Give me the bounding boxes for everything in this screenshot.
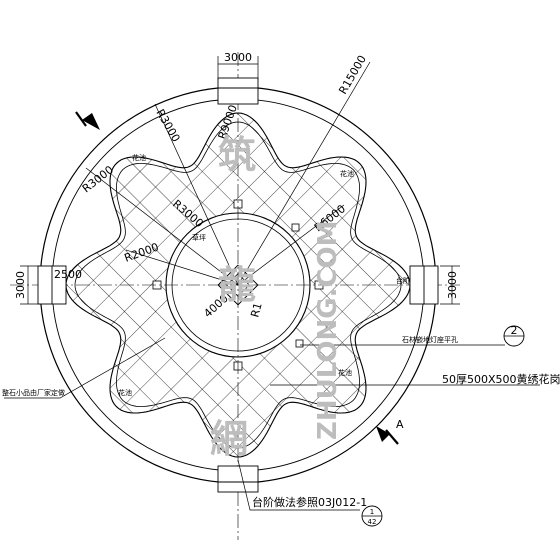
note-lamp: 石材嵌地灯座平孔: [402, 335, 458, 344]
watermark-char-1: 筑: [218, 133, 256, 177]
detail-marker-bottom: 1 42: [361, 505, 383, 527]
center-feature: [217, 264, 259, 306]
dim-top-label: 3000: [224, 51, 252, 64]
label-garden-br: 花池: [338, 368, 352, 377]
dim-left-step: 2500: [54, 268, 82, 281]
label-garden-tl: 花池: [132, 153, 146, 162]
watermark-char-3: 網: [210, 417, 248, 461]
radius-r15000: R15000: [336, 53, 369, 96]
section-marker-bottom: A: [376, 418, 404, 445]
section-marker-top: A: [75, 111, 100, 130]
entrance-right: [409, 265, 439, 305]
svg-text:A: A: [396, 418, 404, 431]
dimension-left: [20, 265, 40, 305]
label-garden-tr: 花池: [340, 169, 354, 178]
detail-marker-right: 2: [503, 324, 525, 347]
radius-r3000-upper: R3000: [153, 107, 182, 144]
center-dim-r1: R1: [248, 301, 264, 319]
note-leaders: [4, 337, 540, 511]
label-lawn: 草坪: [192, 233, 206, 242]
watermark-text: ZHULONG.COM: [313, 220, 343, 440]
dim-left-label: 3000: [14, 271, 27, 299]
radius-leaders: [85, 61, 371, 286]
entrance-left: [37, 265, 67, 305]
svg-text:1: 1: [370, 508, 374, 516]
svg-text:42: 42: [368, 518, 377, 526]
svg-text:A: A: [88, 112, 96, 125]
watermark-char-2: 龍: [218, 263, 256, 307]
entrance-top: [217, 77, 259, 105]
label-step-right: 台阶: [396, 276, 410, 285]
note-bottom: 台阶做法参照03J012-1: [252, 495, 367, 509]
entrance-bottom: [217, 465, 259, 493]
svg-text:2: 2: [511, 324, 518, 337]
note-left: 整石小品由厂家定做: [2, 388, 65, 397]
watermark: ZHULONG.COM 筑 龍 網: [210, 133, 343, 461]
dimension-top: [217, 56, 259, 80]
label-garden-bl: 花池: [118, 388, 132, 397]
dim-right-label: 3000: [446, 271, 459, 299]
dimension-right: [440, 265, 460, 305]
note-paving: 50厚500X500黄绣花岗石平铺: [442, 372, 560, 386]
